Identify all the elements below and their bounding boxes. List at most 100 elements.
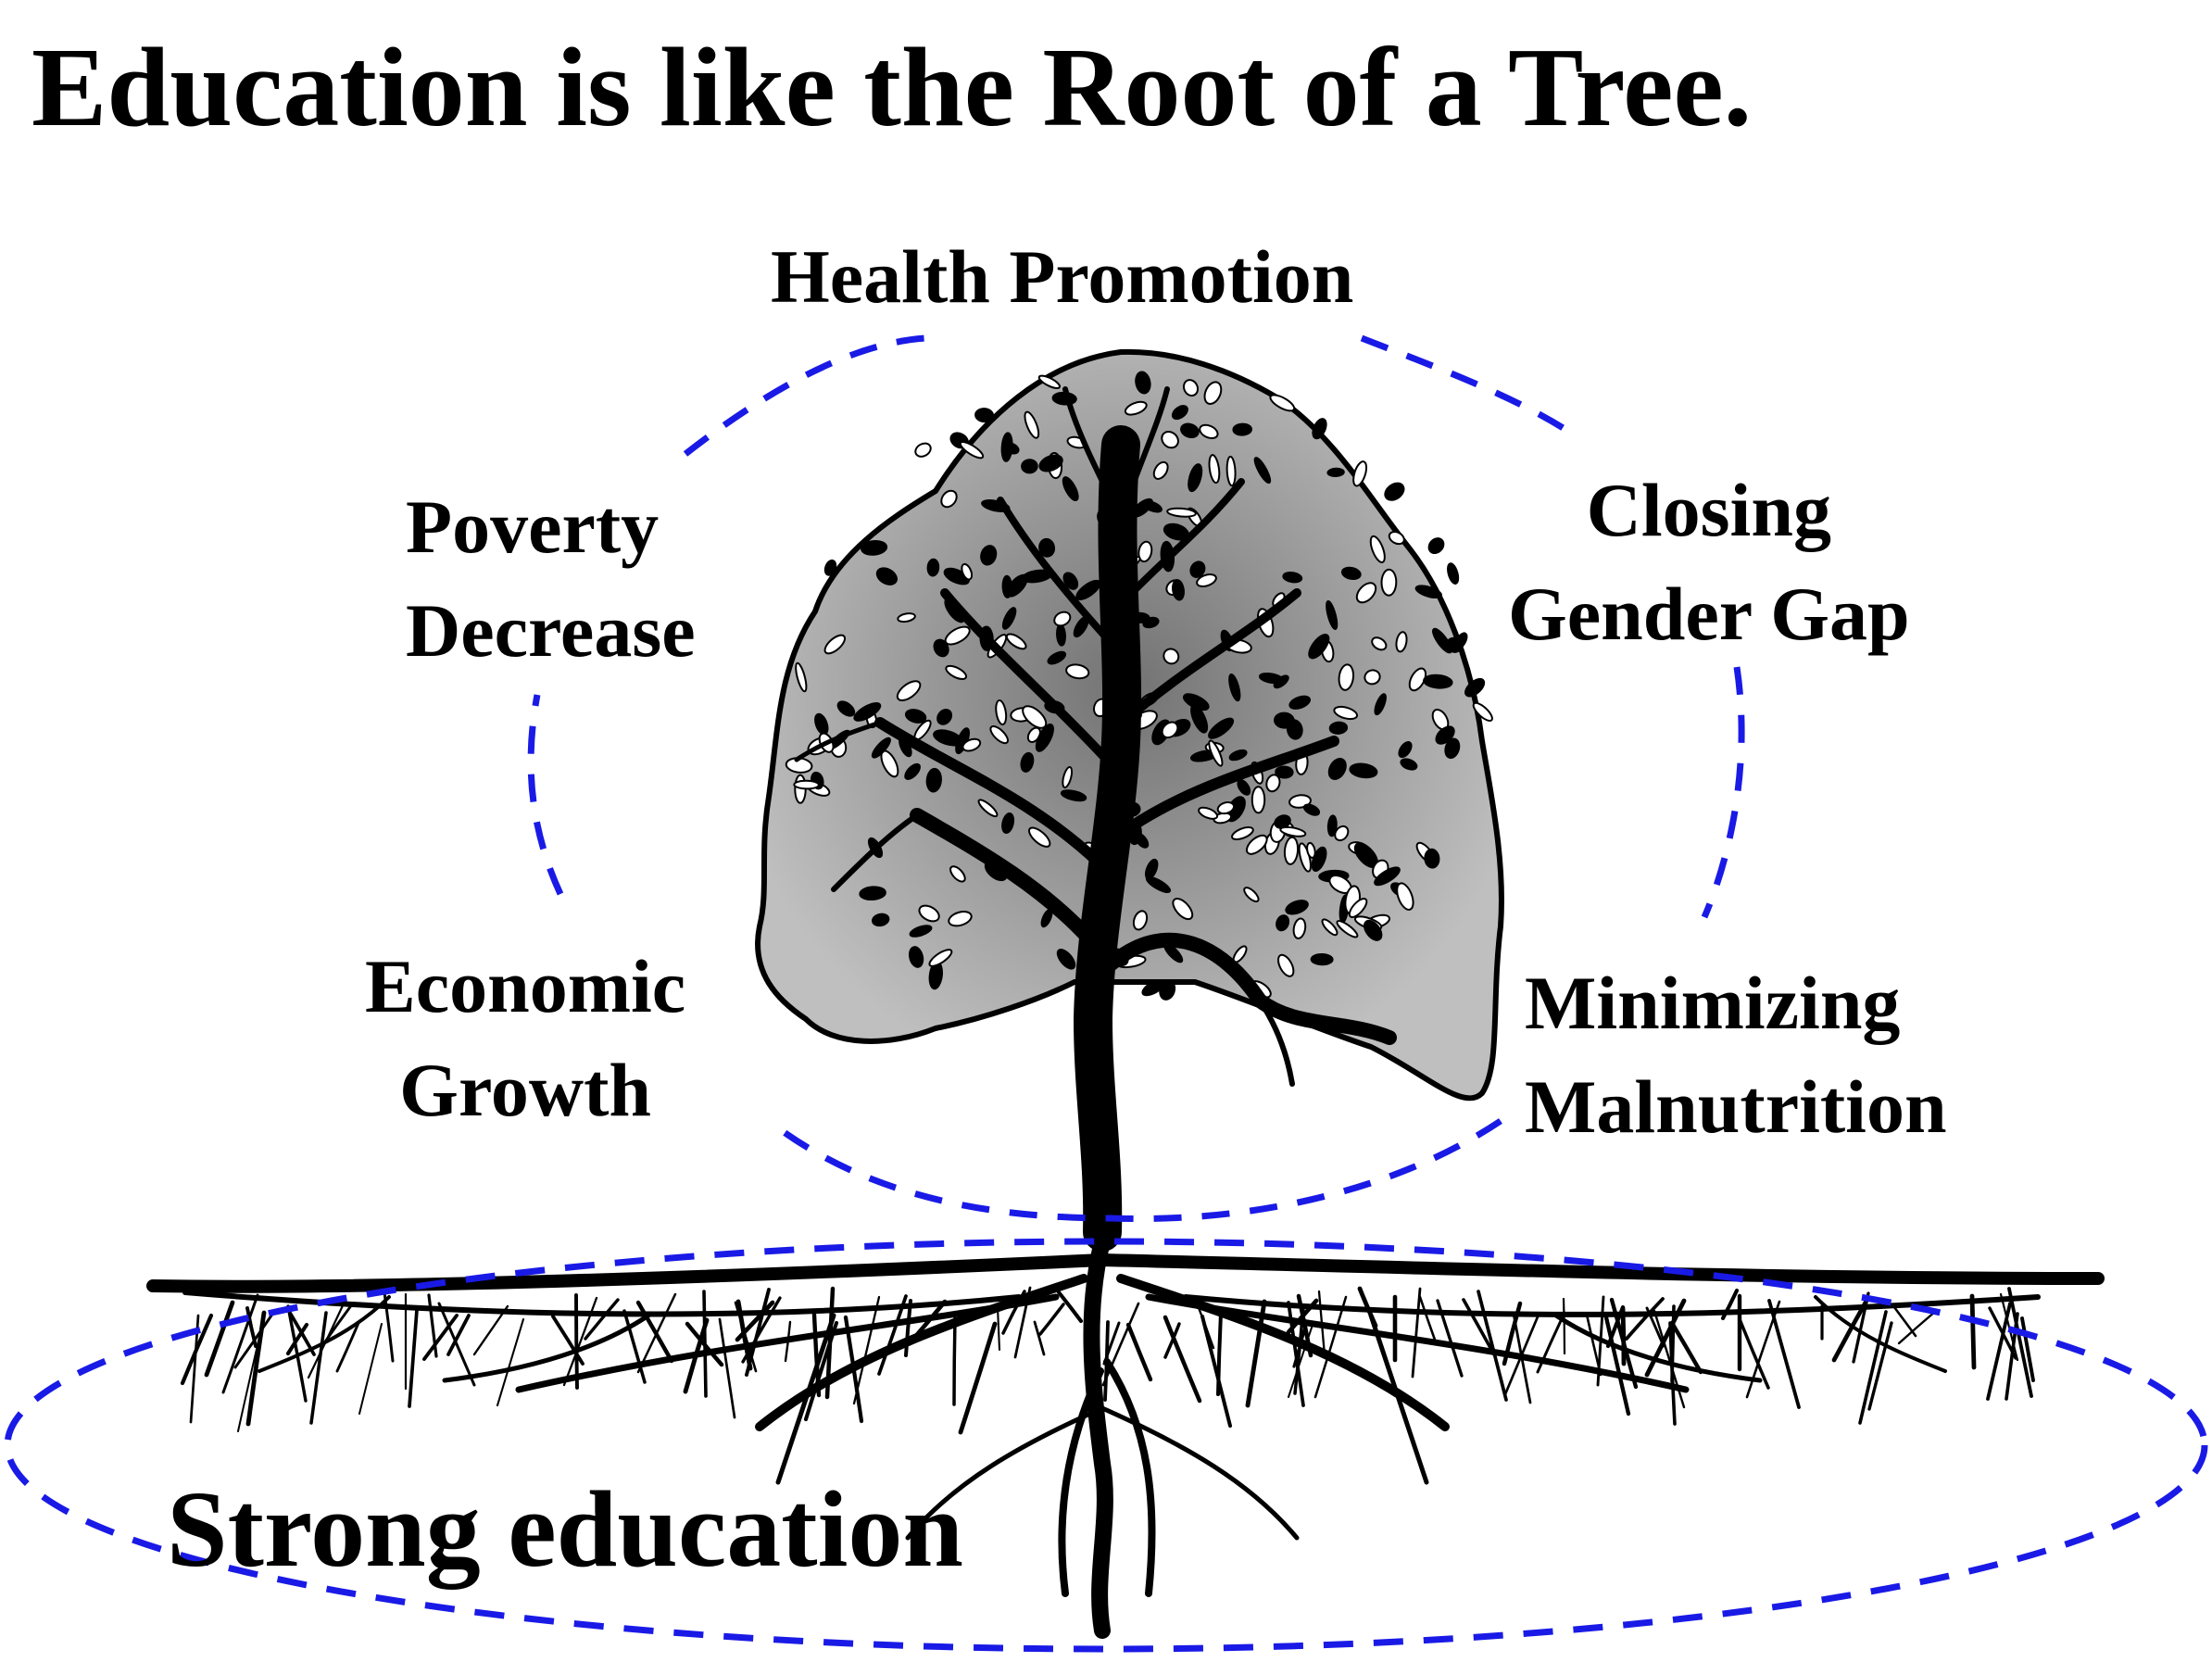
leaf xyxy=(1444,737,1461,760)
leaf xyxy=(1037,374,1062,389)
leaf xyxy=(897,612,916,623)
leaf xyxy=(977,799,999,818)
leaf xyxy=(995,699,1008,725)
root-hair xyxy=(784,1320,792,1363)
root-hair xyxy=(584,1298,620,1341)
outcome-economic-growth-line-2: Growth xyxy=(399,1048,651,1132)
leaf xyxy=(1277,953,1295,977)
leaf xyxy=(1198,806,1219,820)
leaf xyxy=(1279,825,1307,837)
leaf xyxy=(1327,758,1347,780)
leaf xyxy=(1188,463,1203,493)
leaf xyxy=(1265,774,1281,793)
root-hair xyxy=(1603,1315,1631,1416)
leaf xyxy=(1388,531,1405,546)
leaf xyxy=(1225,455,1237,487)
root-hair xyxy=(307,1300,346,1379)
root-hair xyxy=(1317,1290,1326,1357)
root-hair xyxy=(1313,1295,1348,1399)
leaf xyxy=(1152,460,1169,480)
leaf xyxy=(961,737,982,752)
leaf xyxy=(1135,371,1151,395)
leaf xyxy=(1348,898,1368,918)
root-hair xyxy=(1502,1301,1523,1366)
leaf xyxy=(1199,423,1219,439)
root-hair xyxy=(1745,1300,1781,1399)
leaf xyxy=(989,725,1009,745)
leaf xyxy=(1196,573,1217,587)
root-hair xyxy=(1477,1290,1508,1402)
leaf xyxy=(1001,607,1017,630)
leaf xyxy=(1446,636,1463,653)
root-hair xyxy=(996,1305,1001,1352)
leaf xyxy=(1035,724,1054,752)
foundation-ellipse-outline xyxy=(4,1238,2208,1653)
leaf xyxy=(1141,979,1165,997)
leaf xyxy=(1423,674,1453,689)
leaf xyxy=(1027,826,1051,848)
leaf xyxy=(1038,537,1056,558)
leaf xyxy=(1062,766,1074,788)
root-hair xyxy=(952,1316,957,1406)
leaf xyxy=(1371,636,1388,651)
leaf xyxy=(1355,582,1377,604)
leaf xyxy=(904,762,921,780)
leaf xyxy=(1338,663,1355,691)
leaf xyxy=(936,709,953,725)
root-hair xyxy=(562,1296,598,1387)
root-hair xyxy=(383,1291,395,1363)
root-hair xyxy=(1562,1297,1566,1355)
leaf xyxy=(1333,705,1359,721)
leaf xyxy=(1364,669,1381,686)
leaf xyxy=(1400,758,1418,771)
leaf xyxy=(1024,410,1040,439)
leaf xyxy=(933,638,949,658)
leaf xyxy=(928,949,953,967)
leaf xyxy=(945,664,968,680)
root-hair xyxy=(1969,1293,1977,1370)
root-hair xyxy=(233,1314,273,1369)
root-hair xyxy=(843,1315,864,1424)
root-hair xyxy=(2020,1316,2035,1382)
leaf xyxy=(1189,560,1206,578)
root-hair xyxy=(551,1315,584,1366)
leaf xyxy=(908,946,924,968)
leaf xyxy=(914,442,932,458)
outcome-closing-gender-gap-line-2: Gender Gap xyxy=(1508,572,1910,656)
leaf xyxy=(823,634,847,655)
leaf xyxy=(823,559,837,576)
leaf xyxy=(1216,801,1236,815)
leaf xyxy=(1022,705,1048,729)
root-hair xyxy=(1986,1302,2012,1401)
root-hair xyxy=(422,1314,459,1361)
leaf xyxy=(1142,616,1160,629)
root-hair xyxy=(907,1299,948,1346)
canopy-leaves xyxy=(785,371,1493,1003)
leaf xyxy=(1282,572,1303,584)
leaf xyxy=(1056,623,1066,647)
leaf xyxy=(853,701,882,722)
leaf xyxy=(1171,405,1188,421)
root-hair xyxy=(702,1290,708,1398)
outcome-poverty-decrease-line-2: Decrease xyxy=(406,588,696,673)
root-hair xyxy=(1033,1320,1046,1356)
root-hair xyxy=(1596,1295,1605,1387)
root-hair xyxy=(189,1314,200,1424)
root-hair xyxy=(1720,1288,1740,1321)
leaf xyxy=(1302,803,1321,816)
outcome-economic-growth-line-1: Economic xyxy=(365,944,686,1028)
leaf xyxy=(1060,789,1087,802)
leaf xyxy=(980,545,998,566)
leaf xyxy=(1163,648,1180,665)
root-hair xyxy=(1988,1306,2017,1360)
leaf xyxy=(1258,672,1284,685)
outcome-economic-growth: Economic Growth xyxy=(365,949,685,1128)
leaf xyxy=(1311,846,1327,873)
leaf xyxy=(918,904,940,923)
leaf xyxy=(1310,952,1334,966)
root-hair xyxy=(1536,1311,1566,1374)
root-hair xyxy=(1897,1309,1938,1345)
leaf xyxy=(1172,898,1194,921)
leaf xyxy=(1208,717,1235,739)
leaf xyxy=(1306,841,1316,859)
